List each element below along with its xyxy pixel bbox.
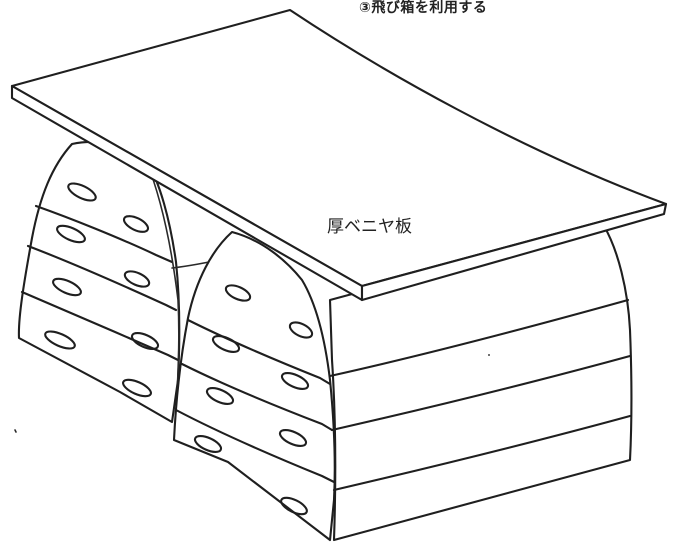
board-top-surface — [10, 8, 668, 288]
left-vaulting-box — [17, 140, 181, 424]
middle-vaulting-box — [172, 230, 336, 542]
pencil-dot — [488, 354, 490, 356]
left-box-layer-1 — [34, 204, 174, 264]
right-box-side — [328, 224, 633, 542]
right-side-layer-1 — [328, 298, 630, 378]
middle-box-layer-1 — [186, 318, 332, 386]
plywood-label: 厚ベニヤ板 — [327, 217, 412, 237]
left-box-side-edge — [145, 159, 180, 421]
middle-box-layer-2 — [180, 362, 334, 432]
left-box-layer-2 — [26, 244, 178, 312]
plywood-board — [10, 8, 668, 302]
middle-box-body — [172, 230, 336, 542]
left-box-layer-3 — [20, 290, 180, 362]
figure-caption: ③飛び箱を利用する — [359, 0, 488, 16]
right-side-face — [328, 224, 633, 542]
board-right-edge — [360, 202, 668, 302]
pencil-mark — [14, 429, 17, 433]
right-side-layer-3 — [332, 414, 632, 492]
left-box-handles — [44, 182, 160, 398]
right-side-layer-2 — [330, 354, 632, 432]
middle-box-layer-3 — [174, 408, 336, 484]
middle-box-handles — [193, 284, 314, 516]
